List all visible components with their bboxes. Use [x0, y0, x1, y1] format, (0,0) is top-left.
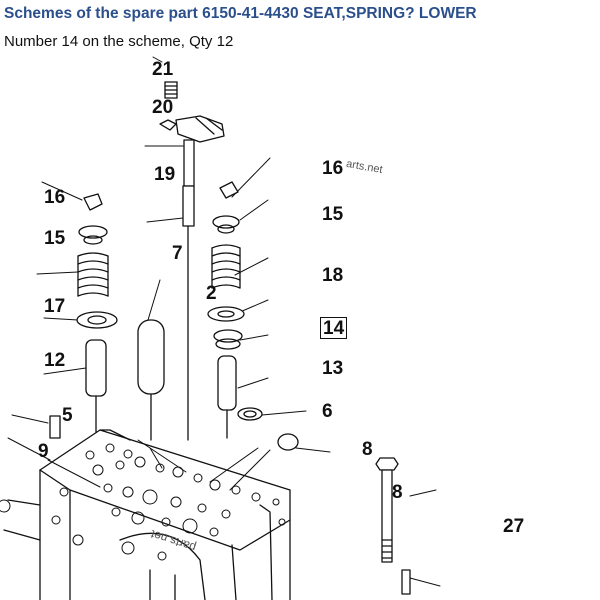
- parts-scheme-drawing: [0, 56, 441, 600]
- callout-17: 17: [44, 296, 66, 317]
- callout-7: 7: [172, 243, 183, 264]
- pin-5: [49, 415, 61, 439]
- callout-16-left: 16: [44, 187, 66, 208]
- callout-18: 18: [322, 265, 344, 286]
- callout-15-left: 15: [44, 228, 66, 249]
- callout-19: 19: [154, 164, 176, 185]
- callout-5: 5: [62, 405, 73, 426]
- callout-8-right: 8: [392, 482, 403, 503]
- cylinder-head-block: [0, 429, 291, 600]
- callout-15-right: 15: [322, 204, 344, 225]
- callout-16-right: 16: [322, 158, 344, 179]
- callout-6: 6: [322, 401, 333, 422]
- callout-21: 21: [152, 59, 174, 80]
- part-subtitle: Number 14 on the scheme, Qty 12: [4, 33, 234, 50]
- callout-8-top: 8: [362, 439, 373, 460]
- callout-14-highlighted[interactable]: 14: [320, 317, 348, 339]
- callout-27: 27: [503, 516, 525, 537]
- small-spring-21: [164, 81, 178, 99]
- page-title: Schemes of the spare part 6150-41-4430 S…: [4, 5, 477, 22]
- middle-tappet: [137, 319, 165, 441]
- callout-20: 20: [152, 97, 174, 118]
- leader-lines: [7, 56, 441, 587]
- callout-13: 13: [322, 358, 344, 379]
- pushrod-19: [183, 139, 195, 187]
- right-valve-stack: [207, 181, 263, 439]
- rocker-bridge-20: [159, 115, 225, 143]
- callout-2: 2: [206, 283, 217, 304]
- bolt-8: [375, 457, 411, 595]
- callout-12: 12: [44, 350, 66, 371]
- plug: [277, 433, 299, 451]
- rod-7: [182, 185, 195, 441]
- left-valve-stack: [76, 193, 118, 433]
- callout-9: 9: [38, 441, 49, 462]
